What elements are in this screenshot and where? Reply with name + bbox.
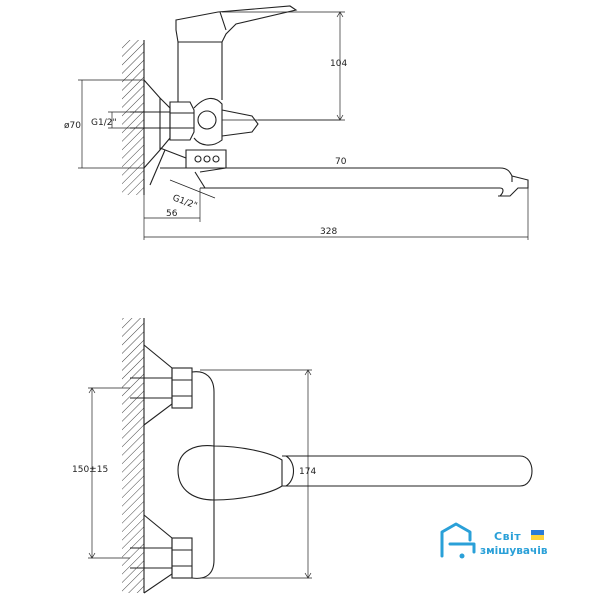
brand-name-line2: змішувачів <box>480 545 548 557</box>
nut-lower <box>171 537 193 579</box>
body-top <box>177 42 223 102</box>
dim-eccentric-offset: 56 <box>166 209 178 219</box>
eccentric-lower <box>143 514 173 594</box>
brand-name-line1: Світ <box>494 530 522 543</box>
diverter-top <box>197 110 217 130</box>
dim-rosette-diameter: ø70 <box>64 121 81 131</box>
ukraine-flag-icon <box>531 530 544 540</box>
nut-top <box>169 101 195 141</box>
handle-plan <box>177 445 283 501</box>
nut-upper <box>171 367 193 409</box>
rosette-top <box>143 79 171 169</box>
spout-union <box>185 149 227 169</box>
dim-total-length: 328 <box>320 227 337 237</box>
dimension-lines-top <box>78 11 529 240</box>
diverter-lever <box>221 109 259 137</box>
wall-hatch-bottom <box>122 318 144 593</box>
dim-spout-reach: 70 <box>335 157 347 167</box>
eccentric-top <box>130 111 170 129</box>
wall-hatch-top <box>122 40 144 195</box>
dim-center-distance: 150±15 <box>72 465 108 475</box>
dim-body-height: 104 <box>330 59 347 69</box>
body-plan <box>191 371 215 579</box>
brand-logo-icon <box>440 522 476 559</box>
eccentric-upper <box>143 344 173 426</box>
spout-plan <box>282 455 533 487</box>
dim-thread-top: G1/2" <box>91 118 117 128</box>
side-view <box>122 5 529 197</box>
handle-top <box>175 5 298 43</box>
plan-view <box>122 318 533 594</box>
dimension-lines-bottom <box>88 369 312 579</box>
dim-handle-length: 174 <box>299 467 316 477</box>
spout-top <box>199 167 513 197</box>
